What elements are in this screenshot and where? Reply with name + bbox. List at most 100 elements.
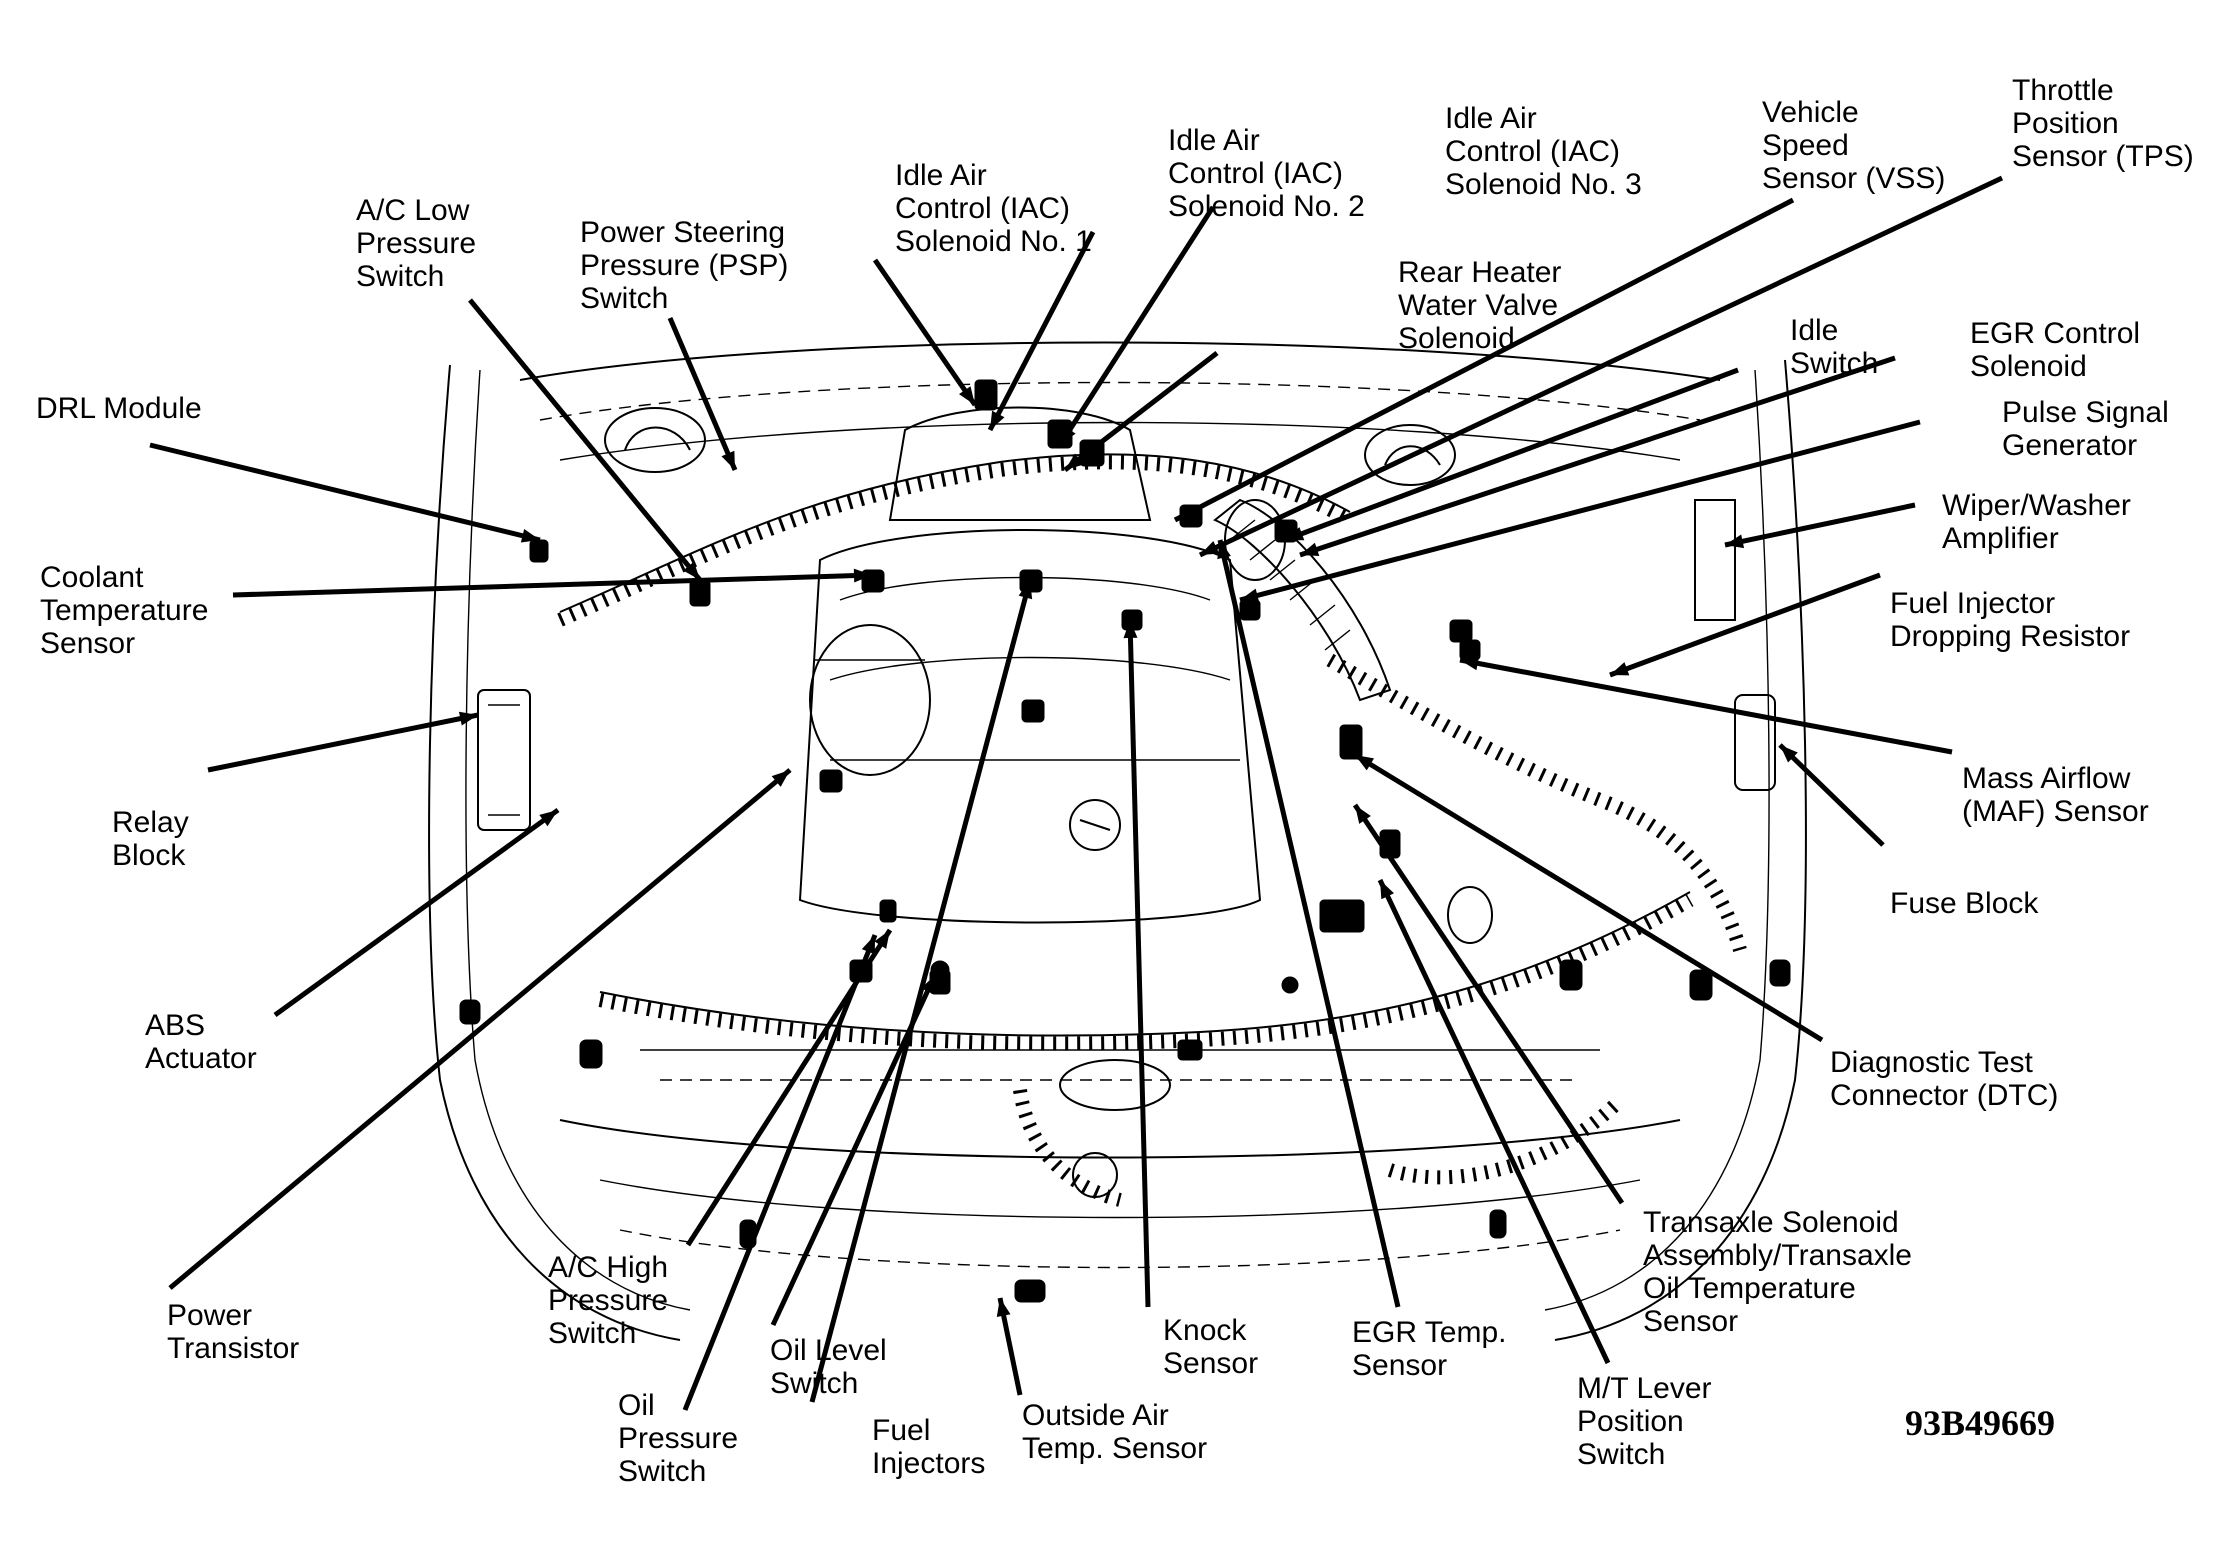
label-line: Pressure (PSP) — [580, 249, 788, 282]
left-strut-detail — [624, 426, 691, 451]
relay-block-arrowhead — [458, 711, 478, 726]
oil-filter — [809, 624, 931, 776]
rear-heater-water-valve-solenoid-leader-line — [1063, 351, 1219, 472]
label-line: Power Steering — [580, 216, 785, 249]
label-line: Solenoid — [1398, 322, 1515, 355]
pulse-signal-generator-leader-line — [1239, 419, 1921, 603]
label-line: Switch — [580, 282, 668, 315]
intake-plenum — [888, 406, 1152, 521]
connector — [1449, 619, 1473, 643]
label-line: (MAF) Sensor — [1962, 795, 2149, 828]
mt-lever-position-switch-arrowhead — [1380, 880, 1395, 900]
label-line: Sensor — [1163, 1347, 1258, 1380]
wiper-washer-amplifier-leader-line — [1724, 502, 1916, 548]
label-line: Speed — [1762, 129, 1849, 162]
oil-pressure-switch-leader-line — [682, 934, 878, 1411]
label-line: Switch — [548, 1317, 636, 1350]
label-line: Fuel — [872, 1414, 930, 1447]
valve-cover-mid — [829, 656, 1231, 681]
label-line: Sensor (TPS) — [2012, 140, 2194, 173]
label-line: Pressure — [548, 1284, 668, 1317]
label-line: M/T Lever — [1577, 1372, 1712, 1405]
bumper-dash — [619, 1229, 1621, 1269]
coolant-reservoir-cap — [1447, 886, 1493, 944]
label-line: Position — [2012, 107, 2119, 140]
right-strut-tower — [1364, 424, 1456, 486]
label-line: Coolant — [40, 561, 144, 594]
label-line: EGR Control — [1970, 317, 2140, 350]
connector — [879, 899, 897, 923]
label-line: Sensor — [1352, 1349, 1447, 1382]
label-line: Switch — [1790, 347, 1878, 380]
dtc-leader-line — [1353, 752, 1824, 1043]
fuse-block-arrowhead — [1780, 745, 1798, 763]
label-line: ABS — [145, 1009, 205, 1042]
wiper-washer-amplifier-arrowhead — [1725, 534, 1745, 549]
vss-arrowhead — [1175, 505, 1195, 520]
label-line: Connector (DTC) — [1830, 1079, 2058, 1112]
label-line: Temp. Sensor — [1022, 1432, 1207, 1465]
relay-block-leader-line — [207, 712, 479, 773]
label-line: Oil — [618, 1389, 655, 1422]
label-line: Throttle — [2012, 74, 2114, 107]
left-fender-outline — [428, 364, 681, 1341]
coolant-temperature-sensor-arrowhead — [853, 568, 872, 583]
maf-sensor-leader-line — [1459, 657, 1953, 755]
label-line: Rear Heater — [1398, 256, 1561, 289]
bumper-line — [599, 1179, 1641, 1219]
connector — [459, 999, 481, 1025]
connector — [819, 769, 843, 793]
psp-switch-arrowhead — [721, 450, 735, 470]
iac-solenoid-2-leader-line — [987, 230, 1096, 432]
oat-sensor-harness — [1013, 1088, 1122, 1207]
psp-switch-leader-line — [667, 317, 738, 471]
right-fender-inner — [1544, 369, 1770, 1311]
oil-filler-slot — [1079, 819, 1111, 831]
front-harness — [598, 893, 1694, 1051]
label-line: Sensor — [40, 627, 135, 660]
abs-actuator-arrowhead — [539, 810, 558, 827]
label-line: Relay — [112, 806, 189, 839]
fuel-injectors-leader-line — [809, 579, 1033, 1403]
label-line: A/C Low — [356, 194, 470, 227]
label-line: Solenoid No. 2 — [1168, 190, 1365, 223]
transaxle-solenoid-assembly-leader-line — [1352, 803, 1625, 1205]
label-line: A/C High — [548, 1251, 668, 1284]
label-fuse-block: Fuse Block — [1890, 887, 2039, 920]
connectors — [459, 379, 1791, 1303]
iac-solenoid-3-leader-line — [1057, 205, 1216, 447]
iac-solenoid-3-arrowhead — [1060, 426, 1076, 445]
label-line: Pressure — [356, 227, 476, 260]
left-fender-inner — [465, 369, 691, 1311]
connector — [974, 379, 998, 411]
label-line: Assembly/Transaxle — [1643, 1239, 1912, 1272]
egr-temp-sensor-leader-line — [1217, 539, 1401, 1308]
drl-module-leader-line — [149, 442, 541, 543]
oil-level-switch-arrowhead — [921, 975, 935, 995]
label-line: Knock — [1163, 1314, 1247, 1347]
connector — [1559, 959, 1583, 991]
fuel-injector-dropping-resistor-arrowhead — [1610, 662, 1630, 676]
tps-arrowhead — [1200, 541, 1220, 555]
washer-reservoir — [1694, 499, 1736, 621]
label-line: Pressure — [618, 1422, 738, 1455]
engine-block — [798, 529, 1262, 924]
abs-actuator-leader-line — [273, 807, 560, 1018]
label-line: Transaxle Solenoid — [1643, 1206, 1899, 1239]
figure-id: 93B49669 — [1905, 1403, 2055, 1443]
outside-air-temp-sensor-arrowhead — [996, 1298, 1011, 1318]
label-line: Pulse Signal — [2002, 396, 2169, 429]
